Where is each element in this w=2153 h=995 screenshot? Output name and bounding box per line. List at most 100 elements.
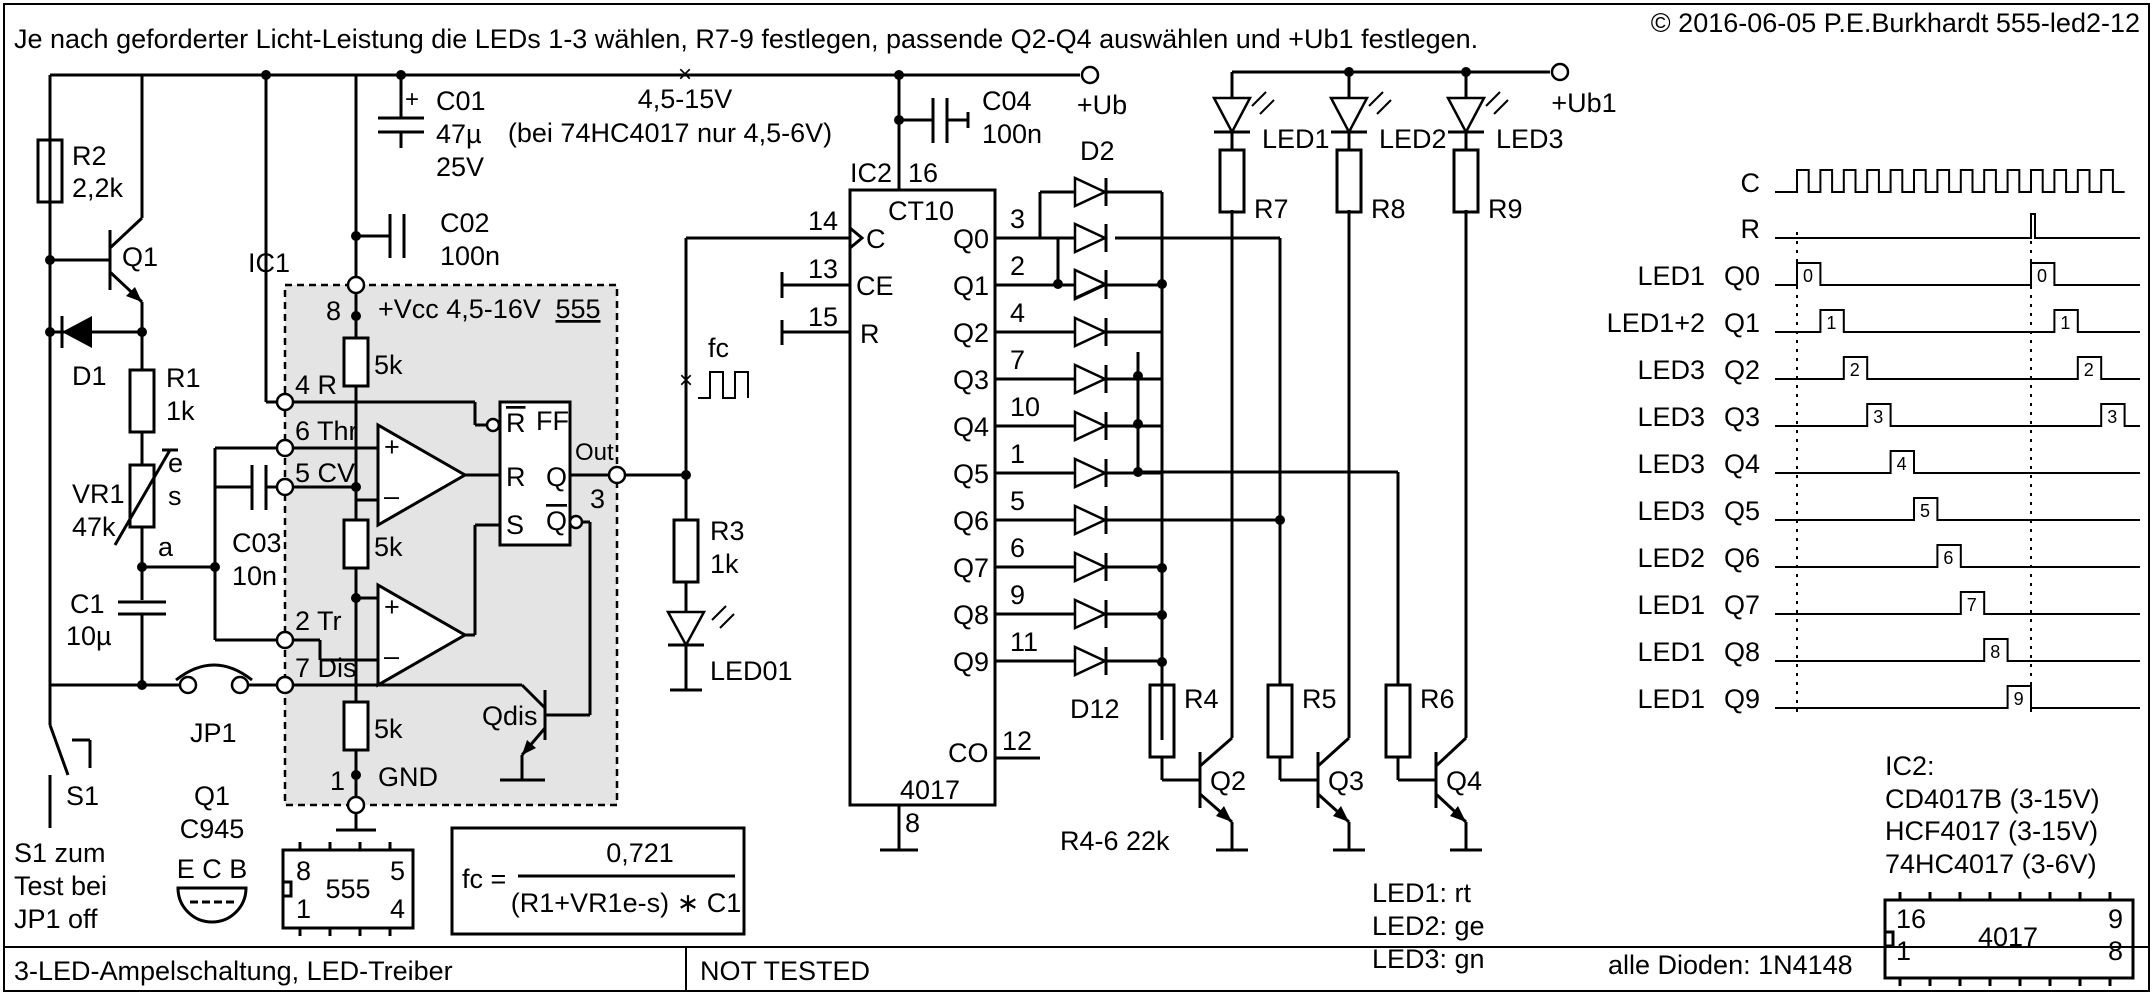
svg-text:4: 4 bbox=[1010, 298, 1025, 328]
svg-text:5 CV: 5 CV bbox=[295, 458, 355, 488]
svg-text:VR1: VR1 bbox=[72, 479, 125, 509]
diode-q7 bbox=[1073, 551, 1162, 583]
svg-text:a: a bbox=[158, 532, 174, 562]
svg-text:R4: R4 bbox=[1184, 684, 1219, 714]
svg-text:6: 6 bbox=[1943, 548, 1953, 568]
svg-text:Q1: Q1 bbox=[953, 271, 989, 301]
svg-text:fc: fc bbox=[708, 333, 729, 363]
svg-text:×: × bbox=[678, 61, 692, 88]
svg-text:D2: D2 bbox=[1080, 136, 1115, 166]
footer-status: NOT TESTED bbox=[700, 956, 870, 986]
jp1-jumper: JP1 bbox=[175, 663, 278, 748]
q1-transistor: Q1 bbox=[50, 75, 158, 332]
svg-text:100n: 100n bbox=[982, 119, 1042, 149]
svg-text:1k: 1k bbox=[710, 549, 739, 579]
svg-text:JP1 off: JP1 off bbox=[14, 904, 98, 934]
led-colors: LED1: rt LED2: ge LED3: gn bbox=[1372, 878, 1485, 974]
svg-text:3: 3 bbox=[590, 484, 605, 514]
svg-text:8: 8 bbox=[326, 296, 341, 326]
svg-text:2: 2 bbox=[2084, 360, 2094, 380]
svg-text:9: 9 bbox=[2014, 689, 2024, 709]
q-output-q3: Q37 bbox=[953, 345, 1075, 395]
svg-text:Q1: Q1 bbox=[122, 242, 158, 272]
svg-text:R6: R6 bbox=[1420, 684, 1455, 714]
svg-text:Q1: Q1 bbox=[1724, 308, 1760, 338]
svg-text:IC1: IC1 bbox=[248, 248, 290, 278]
svg-text:LED2: LED2 bbox=[1379, 124, 1447, 154]
q-output-q7: Q76 bbox=[953, 533, 1075, 583]
svg-text:12: 12 bbox=[1002, 726, 1032, 756]
svg-text:8: 8 bbox=[1990, 642, 2000, 662]
svg-text:Q5: Q5 bbox=[1724, 496, 1760, 526]
svg-text:10: 10 bbox=[1010, 392, 1040, 422]
svg-text:47k: 47k bbox=[72, 512, 116, 542]
diode-q3 bbox=[1073, 363, 1162, 395]
svg-text:LED3: LED3 bbox=[1637, 355, 1705, 385]
svg-text:9: 9 bbox=[2108, 904, 2123, 934]
svg-text:5: 5 bbox=[390, 856, 405, 886]
q-output-q0: Q03 bbox=[953, 204, 1075, 254]
footer-title: 3-LED-Ampelschaltung, LED-Treiber bbox=[14, 956, 453, 986]
svg-text:6 Thr: 6 Thr bbox=[295, 416, 358, 446]
svg-text:8: 8 bbox=[2108, 936, 2123, 966]
svg-text:C: C bbox=[866, 224, 886, 254]
svg-text:R1: R1 bbox=[166, 363, 201, 393]
svg-text:Out: Out bbox=[575, 439, 614, 466]
svg-text:8: 8 bbox=[296, 856, 311, 886]
svg-text:Q5: Q5 bbox=[953, 459, 989, 489]
svg-text:LED3: gn: LED3: gn bbox=[1372, 944, 1485, 974]
timing-row-q9: LED1 Q9 9 bbox=[1637, 684, 2140, 714]
svg-text:LED1: LED1 bbox=[1637, 684, 1705, 714]
svg-text:C02: C02 bbox=[440, 208, 490, 238]
svg-text:CE: CE bbox=[856, 271, 894, 301]
svg-text:7: 7 bbox=[1010, 345, 1025, 375]
svg-text:R2: R2 bbox=[72, 141, 107, 171]
q-output-q2: Q24 bbox=[953, 298, 1075, 348]
svg-text:R7: R7 bbox=[1254, 194, 1289, 224]
svg-text:LED01: LED01 bbox=[710, 656, 793, 686]
svg-text:1: 1 bbox=[1010, 439, 1025, 469]
ic1-555-timer: IC1 555 +Vcc 4,5-16V 8 5k 5k 5k GND 1 4 … bbox=[248, 248, 627, 832]
r1-resistor: R1 1k bbox=[128, 332, 201, 434]
ic4017-pinout: 4017 16 9 1 8 bbox=[1883, 892, 2135, 986]
svg-text:LED2: LED2 bbox=[1637, 543, 1705, 573]
svg-text:LED3: LED3 bbox=[1496, 124, 1564, 154]
ic2-variants: IC2: CD4017B (3-15V) HCF4017 (3-15V) 74H… bbox=[1885, 751, 2100, 879]
svg-text:Q8: Q8 bbox=[953, 600, 989, 630]
frequency-formula: fc = 0,721 (R1+VR1e-s) ∗ C1 bbox=[450, 826, 746, 936]
s1-switch: S1 S1 zum Test bei JP1 off bbox=[14, 724, 107, 934]
svg-text:C1: C1 bbox=[70, 589, 105, 619]
c02-capacitor: C02 100n bbox=[351, 75, 500, 283]
svg-text:16: 16 bbox=[908, 158, 938, 188]
svg-text:Q9: Q9 bbox=[1724, 684, 1760, 714]
reset-waveform bbox=[1775, 213, 2140, 239]
svg-text:10µ: 10µ bbox=[66, 621, 112, 651]
ic555-pinout: 555 8 5 1 4 bbox=[281, 842, 415, 936]
svg-text:0,721: 0,721 bbox=[606, 838, 674, 868]
svg-text:CT10: CT10 bbox=[888, 196, 954, 226]
svg-text:LED1+2: LED1+2 bbox=[1607, 308, 1705, 338]
svg-text:LED3: LED3 bbox=[1637, 402, 1705, 432]
svg-text:2: 2 bbox=[1010, 251, 1025, 281]
svg-text:1: 1 bbox=[1896, 936, 1911, 966]
c1-capacitor: C1 10µ bbox=[66, 567, 166, 690]
svg-text:FF: FF bbox=[536, 406, 569, 436]
timing-clock-label: C bbox=[1741, 168, 1761, 198]
r4-6-label: R4-6 22k bbox=[1060, 826, 1170, 856]
svg-text:4: 4 bbox=[390, 894, 405, 924]
svg-text:Test bei: Test bei bbox=[14, 871, 107, 901]
svg-text:1k: 1k bbox=[166, 396, 195, 426]
header-instruction: Je nach geforderter Licht-Leistung die L… bbox=[14, 24, 1478, 54]
c01-capacitor: + C01 47µ 25V bbox=[378, 75, 486, 182]
svg-text:555: 555 bbox=[325, 874, 370, 904]
svg-text:Q9: Q9 bbox=[953, 647, 989, 677]
svg-text:7 Dis: 7 Dis bbox=[295, 653, 357, 683]
